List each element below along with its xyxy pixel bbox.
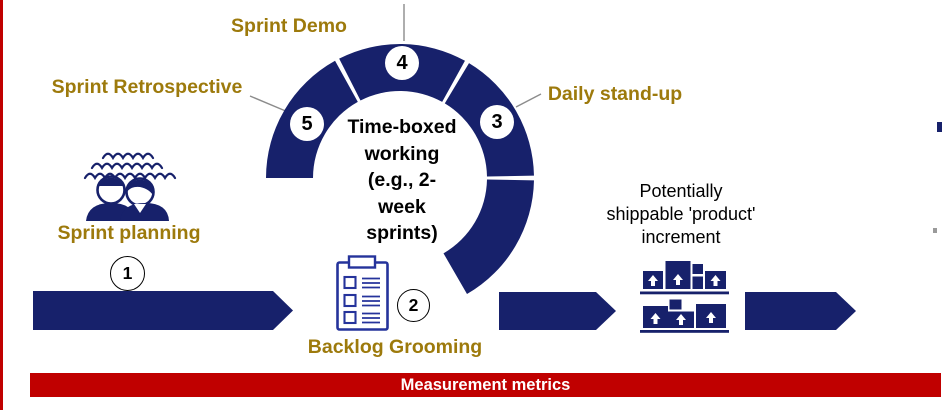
flow-arrow-3 — [745, 292, 856, 330]
step-circle-5: 5 — [290, 107, 324, 141]
sprint-demo-label: Sprint Demo — [231, 15, 347, 37]
step-number-1: 1 — [122, 263, 133, 283]
step-circle-4: 4 — [385, 46, 419, 80]
daily-standup-label: Daily stand-up — [547, 83, 683, 105]
clipboard-checkboxes — [343, 275, 357, 325]
step-number-4: 4 — [396, 51, 408, 74]
flow-arrows — [33, 291, 856, 330]
flow-arrow-1 — [33, 291, 293, 330]
team-people-icon — [83, 152, 177, 221]
sprint-planning-label: Sprint planning — [57, 222, 201, 244]
backlog-grooming-label: Backlog Grooming — [307, 336, 483, 358]
step-circle-3: 3 — [480, 105, 514, 139]
flow-arrow-2 — [499, 292, 616, 330]
clipboard-clip — [347, 255, 377, 269]
checklist-clipboard-icon — [336, 255, 389, 331]
timeboxed-working-text: Time-boxed working (e.g., 2- week sprint… — [347, 116, 457, 244]
step-number-5: 5 — [301, 112, 313, 135]
team-icon-crowd-scallops — [83, 152, 177, 181]
sprint-retrospective-label: Sprint Retrospective — [51, 76, 243, 98]
arc-segment-tail — [443, 179, 534, 295]
step-circle-2: 2 — [397, 289, 430, 322]
leader-lines — [249, 4, 542, 113]
clipped-text-fragment — [937, 122, 942, 132]
team-icon-hair-left — [98, 177, 124, 186]
shippable-increment-label: Potentially shippable 'product' incremen… — [606, 181, 756, 247]
step-number-3: 3 — [491, 110, 503, 133]
boxes-up-arrows — [648, 274, 721, 325]
leader-line-daily-standup — [515, 93, 542, 108]
measurement-metrics-label: Measurement metrics — [400, 375, 571, 394]
boxes-shelf-top — [640, 291, 729, 295]
team-icon-hair-right — [127, 179, 154, 197]
step-circle-1: 1 — [110, 256, 145, 291]
shippable-boxes-icon — [640, 261, 729, 333]
team-icon-collar — [134, 204, 146, 213]
left-accent-line — [0, 0, 3, 410]
measurement-metrics-bar: Measurement metrics — [30, 373, 941, 397]
clipped-line-fragment — [933, 228, 937, 233]
step-number-2: 2 — [408, 295, 419, 315]
clipboard-list-lines — [362, 277, 380, 324]
leader-line-sprint-retrospective — [249, 95, 289, 113]
team-icon-shoulders-right — [120, 203, 169, 221]
boxes-shelf-bottom — [640, 330, 729, 333]
